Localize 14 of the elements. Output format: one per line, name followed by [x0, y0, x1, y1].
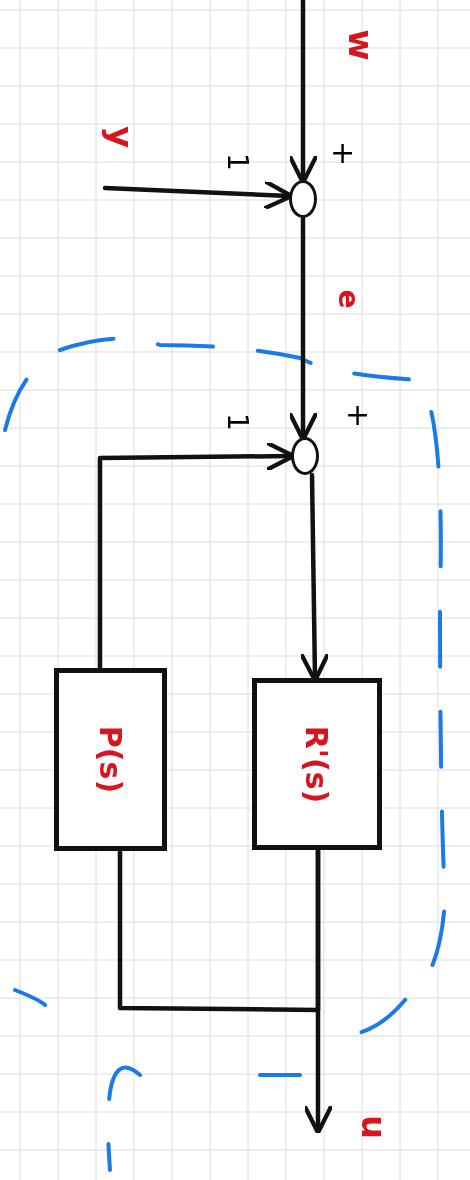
transfer-function-block [54, 668, 167, 851]
sign-label: + [345, 400, 371, 430]
signal-label: u [357, 1114, 392, 1140]
edge-label: e [333, 289, 362, 309]
signal-label: w [343, 29, 378, 61]
sign-label: + [330, 138, 356, 168]
block-label: P(s) [93, 725, 128, 794]
summing-junction [291, 437, 319, 475]
summing-junction [289, 180, 317, 218]
edge-label: 1 [222, 153, 251, 171]
signal-label: y [104, 125, 139, 149]
edge-label: 1 [222, 413, 251, 431]
block-label: R'(s) [299, 725, 335, 803]
transfer-function-block [252, 678, 382, 850]
